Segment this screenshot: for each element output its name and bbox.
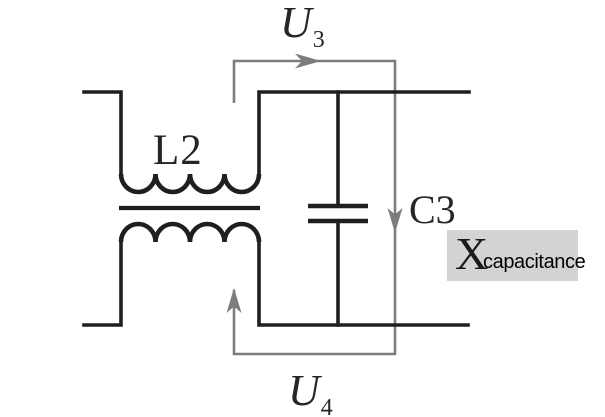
measurement-loop — [232, 59, 397, 356]
u4-subscript: 4 — [320, 395, 333, 417]
label-voltage-u4: U4 — [288, 369, 333, 417]
capacitance-answer-field[interactable]: X capacitance — [447, 228, 586, 281]
reactance-subscript-word: capacitance — [483, 251, 586, 273]
arrow-right-icon — [295, 53, 321, 69]
transformer-secondary-coil — [118, 221, 262, 243]
capacitor-symbol — [308, 203, 368, 224]
transformer-primary-coil — [118, 173, 262, 195]
label-voltage-u3: U3 — [280, 0, 325, 53]
u4-base: U — [288, 366, 320, 415]
label-inductor-l2: L2 — [153, 127, 203, 174]
label-capacitor-c3: C3 — [409, 187, 456, 232]
circuit-wires — [82, 90, 471, 327]
reactance-symbol-x: X — [455, 228, 489, 279]
u3-subscript: 3 — [312, 27, 325, 53]
arrow-up-icon — [226, 288, 242, 313]
u3-base: U — [280, 0, 312, 47]
arrow-down-icon — [387, 208, 403, 233]
